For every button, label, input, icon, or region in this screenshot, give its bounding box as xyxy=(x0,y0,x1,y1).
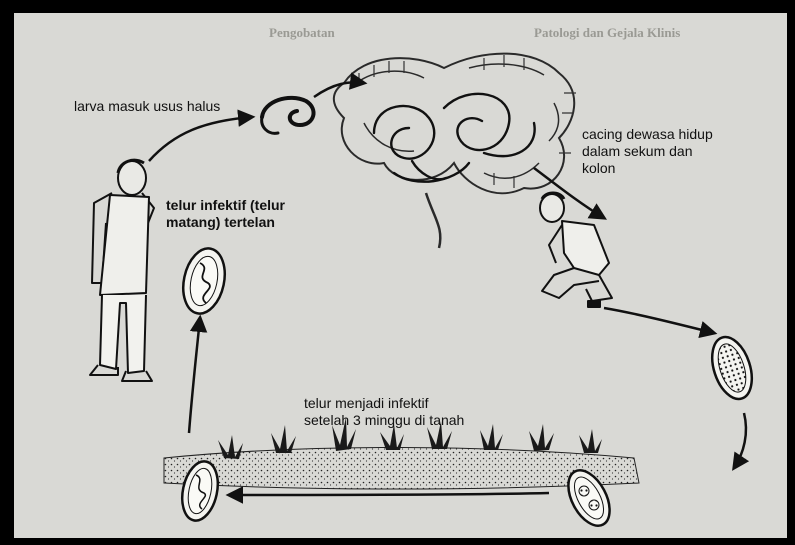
intestine-drawing xyxy=(334,54,576,248)
squatting-person xyxy=(540,193,612,307)
label-adult-worms-line1: cacing dewasa hidup xyxy=(582,126,713,143)
egg-infective xyxy=(178,245,231,318)
label-larva-enters-small-intestine: larva masuk usus halus xyxy=(74,98,220,115)
label-eggs-become-infective-line1: telur menjadi infektif xyxy=(304,395,429,412)
egg-unembryonated xyxy=(705,332,759,404)
label-infective-eggs-ingested-line2: matang) tertelan xyxy=(166,214,275,231)
label-eggs-become-infective-line2: setelah 3 minggu di tanah xyxy=(304,412,464,429)
standing-person xyxy=(90,160,154,381)
book-page: Pengobatan Patologi dan Gejala Klinis xyxy=(14,13,787,538)
larva-drawing xyxy=(262,98,314,133)
adult-worms xyxy=(374,94,535,182)
lifecycle-illustration xyxy=(14,13,787,538)
label-adult-worms-line3: kolon xyxy=(582,160,615,177)
label-adult-worms-line2: dalam sekum dan xyxy=(582,143,693,160)
label-infective-eggs-ingested-line1: telur infektif (telur xyxy=(166,197,285,214)
